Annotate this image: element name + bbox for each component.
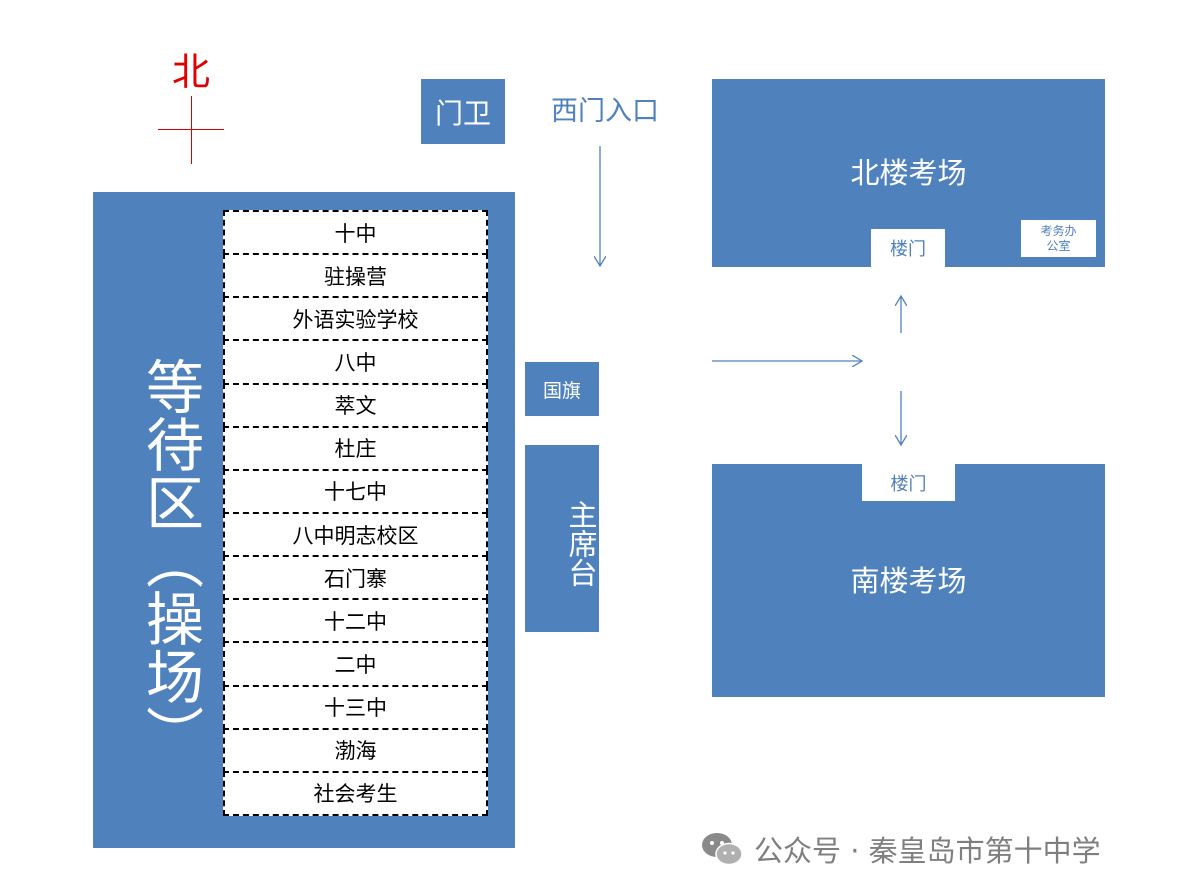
school-item: 杜庄: [223, 425, 488, 471]
watermark: 公众号 · 秦皇岛市第十中学: [700, 824, 1170, 874]
north-building-title: 北楼考场: [850, 156, 967, 190]
podium-box: [525, 445, 599, 632]
podium-label: 主席台: [564, 499, 598, 587]
school-list: 十中 驻操营 外语实验学校 八中 萃文 杜庄 十七中 八中明志校区 石门寨 十二…: [223, 210, 488, 816]
exam-office: 考务办 公室: [1021, 220, 1096, 257]
watermark-text: 公众号 · 秦皇岛市第十中学: [754, 834, 1101, 868]
school-item: 十三中: [223, 684, 488, 730]
school-item: 驻操营: [223, 253, 488, 299]
school-item: 十中: [223, 210, 488, 256]
school-item: 外语实验学校: [223, 296, 488, 342]
school-item: 社会考生: [223, 770, 488, 816]
school-item: 渤海: [223, 727, 488, 773]
exam-office-line1: 考务办: [1040, 223, 1077, 238]
school-item: 十二中: [223, 598, 488, 644]
school-item: 八中明志校区: [223, 511, 488, 558]
school-item: 二中: [223, 641, 488, 687]
south-building-title: 南楼考场: [850, 564, 967, 598]
south-building: [712, 464, 1105, 697]
exam-office-line2: 公室: [1046, 238, 1071, 253]
compass-vertical-line: [191, 96, 192, 164]
school-item: 萃文: [223, 382, 488, 428]
wechat-icon: [702, 833, 743, 866]
guard-box: 门卫: [421, 79, 505, 144]
school-item: 石门寨: [223, 555, 488, 601]
north-label: 北: [171, 50, 210, 94]
flag-box: 国旗: [525, 362, 599, 416]
north-building-door: 楼门: [871, 229, 945, 267]
south-building-door: 楼门: [862, 464, 955, 501]
west-gate-label: 西门入口: [551, 96, 659, 127]
school-item: 十七中: [223, 468, 488, 514]
waiting-area-title: 等待区（操场）: [136, 357, 204, 763]
school-item: 八中: [223, 339, 488, 385]
